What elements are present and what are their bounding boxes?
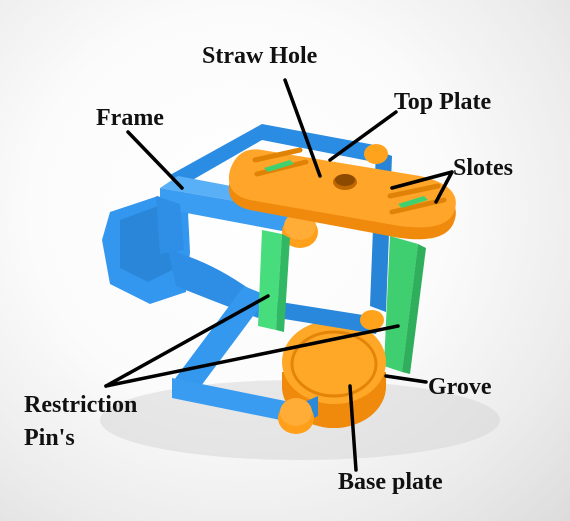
leader-base-plate [348,384,358,472]
label-base-plate: Base plate [338,469,443,495]
leader-straw-hole [283,78,322,178]
leader-top-plate [328,110,398,162]
leader-slots-2 [434,170,454,204]
restriction-pin-back-face [402,244,426,374]
leader-grove [384,374,428,384]
base-plate-shape [282,320,386,428]
leader-pin-2 [104,324,400,388]
leader-pin-1 [104,294,270,388]
leader-frame [126,130,184,190]
restriction-pin-front [258,230,282,330]
restriction-pin-back [384,236,418,372]
leader-slots-1 [390,170,454,190]
restriction-pin-front-face [276,234,290,332]
label-restriction-pins: Restriction Pin's [24,389,137,455]
label-frame: Frame [96,105,164,131]
leader-lines [104,78,454,472]
label-slots: Slotes [453,155,513,181]
label-restriction-line2: Pin's [24,425,75,451]
grove-channel [290,330,378,398]
label-straw-hole: Straw Hole [202,43,318,69]
label-top-plate: Top Plate [394,89,492,115]
label-grove: Grove [428,374,492,400]
frame-back-bar [170,124,380,186]
top-plate-shape [228,147,456,240]
label-restriction-line1: Restriction [24,392,138,418]
